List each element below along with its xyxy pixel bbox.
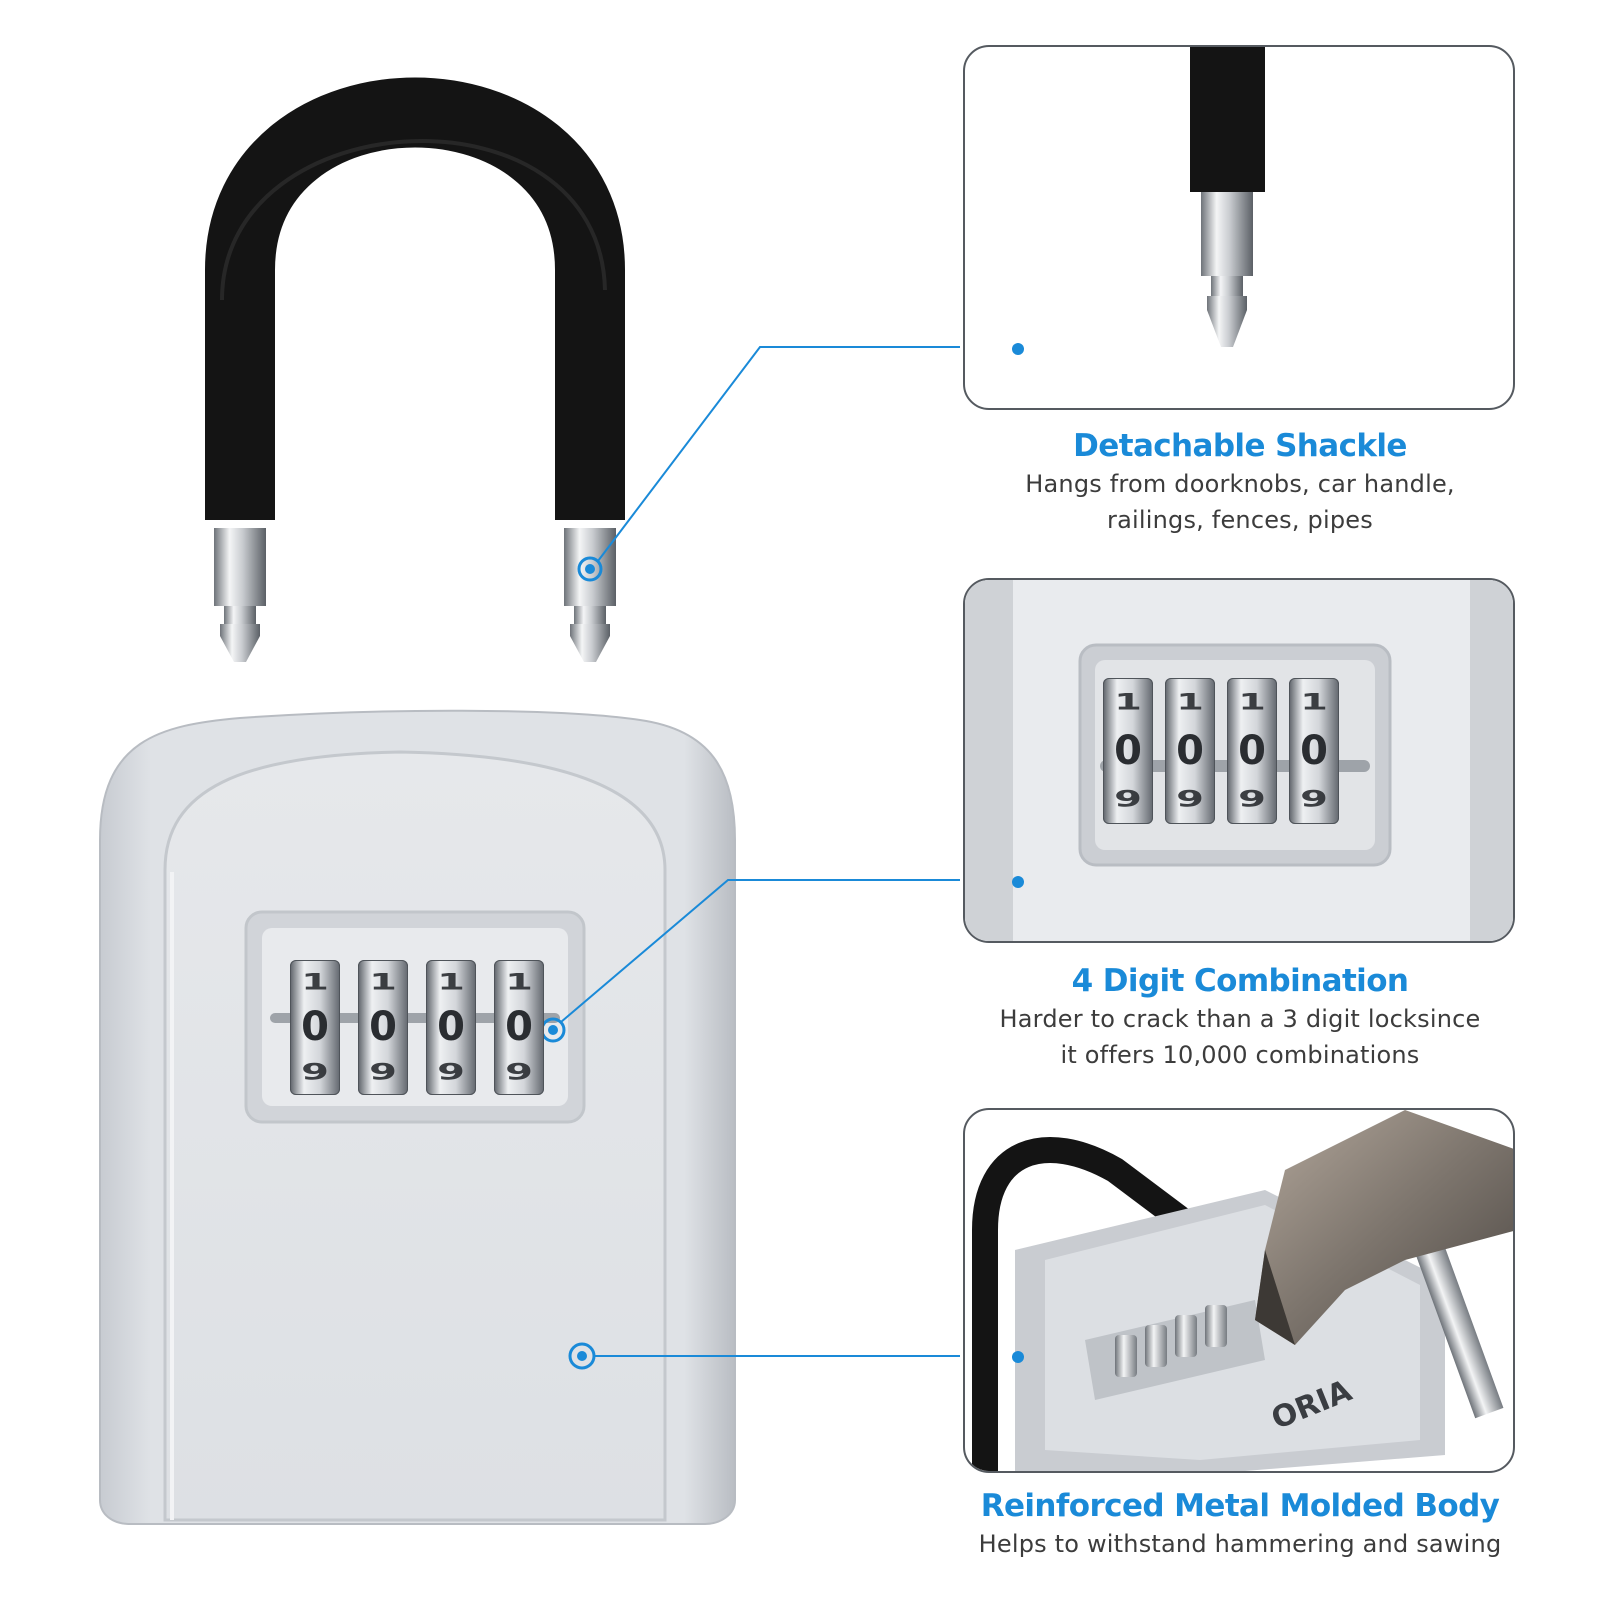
dial-digit: 1 bbox=[1114, 689, 1142, 715]
dial-digit: 1 bbox=[437, 969, 465, 995]
dial-wheel[interactable]: 1 0 9 bbox=[494, 960, 544, 1095]
dial-digit: 0 bbox=[1176, 727, 1204, 774]
dial-digit: 1 bbox=[505, 969, 533, 995]
callout-dot-icon bbox=[1012, 1351, 1024, 1363]
dial-wheel[interactable]: 1 0 9 bbox=[1103, 678, 1153, 824]
feature-description: Harder to crack than a 3 digit locksince… bbox=[999, 1005, 1481, 1069]
feature-description: Hangs from doorknobs, car handle, railin… bbox=[1025, 470, 1455, 534]
feature-title: Reinforced Metal Molded Body bbox=[980, 1488, 1500, 1524]
callout-dot-icon bbox=[1012, 343, 1024, 355]
callout-ring-icon bbox=[577, 556, 603, 582]
dial-digit: 9 bbox=[437, 1059, 465, 1085]
dial-digit: 1 bbox=[1176, 689, 1204, 715]
dial-digit: 9 bbox=[369, 1059, 397, 1085]
feature-title: Detachable Shackle bbox=[1073, 428, 1407, 464]
dial-digit: 9 bbox=[1176, 786, 1204, 813]
feature-description: Helps to withstand hammering and sawing bbox=[978, 1530, 1502, 1558]
dial-wheel[interactable]: 1 0 9 bbox=[1289, 678, 1339, 824]
dial-digit: 1 bbox=[1238, 689, 1266, 715]
dial-digit: 0 bbox=[437, 1004, 465, 1050]
dial-digit: 0 bbox=[505, 1004, 533, 1050]
lock-body bbox=[99, 709, 736, 1525]
feature-title: 4 Digit Combination bbox=[1071, 963, 1409, 999]
dial-digit: 1 bbox=[369, 969, 397, 995]
dial-digit: 9 bbox=[1238, 786, 1266, 813]
dial-wheel[interactable]: 1 0 9 bbox=[358, 960, 408, 1095]
lockbox-illustration bbox=[99, 77, 960, 1525]
feature-reinforced-body: Reinforced Metal Molded Body Helps to wi… bbox=[940, 1486, 1540, 1562]
hammer-test-closeup: ORIA bbox=[972, 1110, 1513, 1471]
feature-detachable-shackle: Detachable Shackle Hangs from doorknobs,… bbox=[940, 426, 1540, 538]
dial-digit: 0 bbox=[369, 1004, 397, 1050]
small-dials bbox=[1115, 1305, 1227, 1377]
combination-closeup-panel: 1 0 9 1 0 9 1 0 9 1 0 9 bbox=[963, 578, 1515, 943]
dial-digit: 0 bbox=[1238, 727, 1266, 774]
dial-digit: 9 bbox=[1114, 786, 1142, 813]
dial-wheel[interactable]: 1 0 9 bbox=[1165, 678, 1215, 824]
dial-digit: 1 bbox=[301, 969, 329, 995]
hammer-closeup-panel: ORIA bbox=[963, 1108, 1515, 1473]
dial-digit: 0 bbox=[1114, 727, 1142, 774]
shackle-closeup-panel bbox=[963, 45, 1515, 410]
callout-dot-icon bbox=[1012, 876, 1024, 888]
callout-lines bbox=[560, 346, 960, 1357]
dial-digit: 1 bbox=[1300, 689, 1328, 715]
dial-wheel[interactable]: 1 0 9 bbox=[290, 960, 340, 1095]
dial-digit: 9 bbox=[1300, 786, 1328, 813]
dial-digit: 9 bbox=[505, 1059, 533, 1085]
feature-4-digit-combination: 4 Digit Combination Harder to crack than… bbox=[940, 961, 1540, 1073]
shackle bbox=[205, 77, 625, 662]
dial-digit: 0 bbox=[1300, 727, 1328, 774]
dial-wheel[interactable]: 1 0 9 bbox=[1227, 678, 1277, 824]
dial-wheel[interactable]: 1 0 9 bbox=[426, 960, 476, 1095]
shackle-pin-closeup bbox=[1012, 47, 1265, 355]
dial-digit: 9 bbox=[301, 1059, 329, 1085]
dial-digit: 0 bbox=[301, 1004, 329, 1050]
